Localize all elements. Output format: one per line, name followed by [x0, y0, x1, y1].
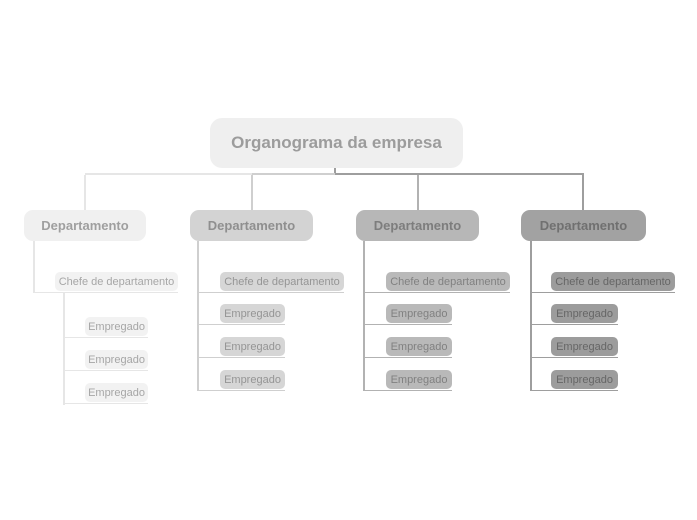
department-node-1[interactable]: Departamento: [24, 210, 146, 241]
connector-underline-emp-3-3: [363, 389, 452, 391]
employee-node-2-2-label: Empregado: [224, 340, 281, 353]
connector-underline-emp-2-2: [197, 356, 285, 358]
chief-node-3-label: Chefe de departamento: [390, 275, 506, 288]
connector-underline-emp-3-1: [363, 323, 452, 325]
connector-drop-dept-4: [582, 175, 584, 210]
connector-underline-chief-1: [33, 291, 178, 293]
connector-underline-emp-1-2: [63, 369, 148, 371]
connector-underline-emp-2-1: [197, 323, 285, 325]
connector-underline-chief-4: [530, 291, 675, 293]
connector-trunk-2: [197, 241, 199, 391]
connector-underline-emp-1-1: [63, 336, 148, 338]
connector-trunk-4: [530, 241, 532, 391]
employee-node-1-3-label: Empregado: [88, 386, 145, 399]
chief-node-2-label: Chefe de departamento: [224, 275, 340, 288]
connector-underline-emp-4-1: [530, 323, 618, 325]
connector-drop-dept-2: [251, 175, 253, 210]
connector-drop-dept-1: [84, 175, 86, 210]
connector-bus-mid: [252, 173, 335, 175]
chief-node-1-label: Chefe de departamento: [58, 275, 175, 288]
department-node-1-label: Departamento: [41, 218, 129, 233]
department-node-3-label: Departamento: [373, 218, 462, 233]
employee-node-3-3[interactable]: Empregado: [386, 370, 452, 389]
department-node-3[interactable]: Departamento: [356, 210, 479, 241]
employee-node-1-3[interactable]: Empregado: [85, 383, 148, 402]
connector-underline-emp-1-3: [63, 402, 148, 404]
department-node-2[interactable]: Departamento: [190, 210, 313, 241]
connector-underline-emp-4-3: [530, 389, 618, 391]
connector-bus-left: [85, 173, 252, 175]
employee-node-3-2-label: Empregado: [390, 340, 448, 353]
connector-underline-chief-3: [363, 291, 510, 293]
employee-node-2-2[interactable]: Empregado: [220, 337, 285, 356]
connector-trunk-1: [33, 241, 35, 293]
connector-underline-emp-3-2: [363, 356, 452, 358]
chief-node-4-label: Chefe de departamento: [555, 275, 671, 288]
connector-subtrunk-1: [63, 291, 65, 405]
employee-node-4-3[interactable]: Empregado: [551, 370, 618, 389]
chief-node-4[interactable]: Chefe de departamento: [551, 272, 675, 291]
employee-node-3-1[interactable]: Empregado: [386, 304, 452, 323]
chief-node-2[interactable]: Chefe de departamento: [220, 272, 344, 291]
employee-node-4-2-label: Empregado: [556, 340, 613, 353]
employee-node-1-1-label: Empregado: [88, 320, 145, 333]
connector-underline-emp-2-3: [197, 389, 285, 391]
department-node-2-label: Departamento: [207, 218, 296, 233]
employee-node-4-1[interactable]: Empregado: [551, 304, 618, 323]
employee-node-2-1[interactable]: Empregado: [220, 304, 285, 323]
root-node[interactable]: Organograma da empresa: [210, 118, 463, 168]
connector-underline-chief-2: [197, 291, 344, 293]
employee-node-4-3-label: Empregado: [556, 373, 613, 386]
root-node-label: Organograma da empresa: [231, 133, 442, 152]
employee-node-1-2[interactable]: Empregado: [85, 350, 148, 369]
department-node-4-label: Departamento: [539, 218, 628, 233]
employee-node-1-2-label: Empregado: [88, 353, 145, 366]
employee-node-3-3-label: Empregado: [390, 373, 448, 386]
connector-bus-right: [335, 173, 584, 175]
employee-node-2-3[interactable]: Empregado: [220, 370, 285, 389]
employee-node-3-2[interactable]: Empregado: [386, 337, 452, 356]
department-node-4[interactable]: Departamento: [521, 210, 646, 241]
employee-node-3-1-label: Empregado: [390, 307, 448, 320]
employee-node-2-3-label: Empregado: [224, 373, 281, 386]
employee-node-1-1[interactable]: Empregado: [85, 317, 148, 336]
connector-root-stub: [334, 168, 336, 175]
employee-node-4-1-label: Empregado: [556, 307, 613, 320]
connector-underline-emp-4-2: [530, 356, 618, 358]
employee-node-2-1-label: Empregado: [224, 307, 281, 320]
employee-node-4-2[interactable]: Empregado: [551, 337, 618, 356]
chief-node-1[interactable]: Chefe de departamento: [55, 272, 178, 291]
connector-trunk-3: [363, 241, 365, 391]
chief-node-3[interactable]: Chefe de departamento: [386, 272, 510, 291]
connector-drop-dept-3: [417, 175, 419, 210]
